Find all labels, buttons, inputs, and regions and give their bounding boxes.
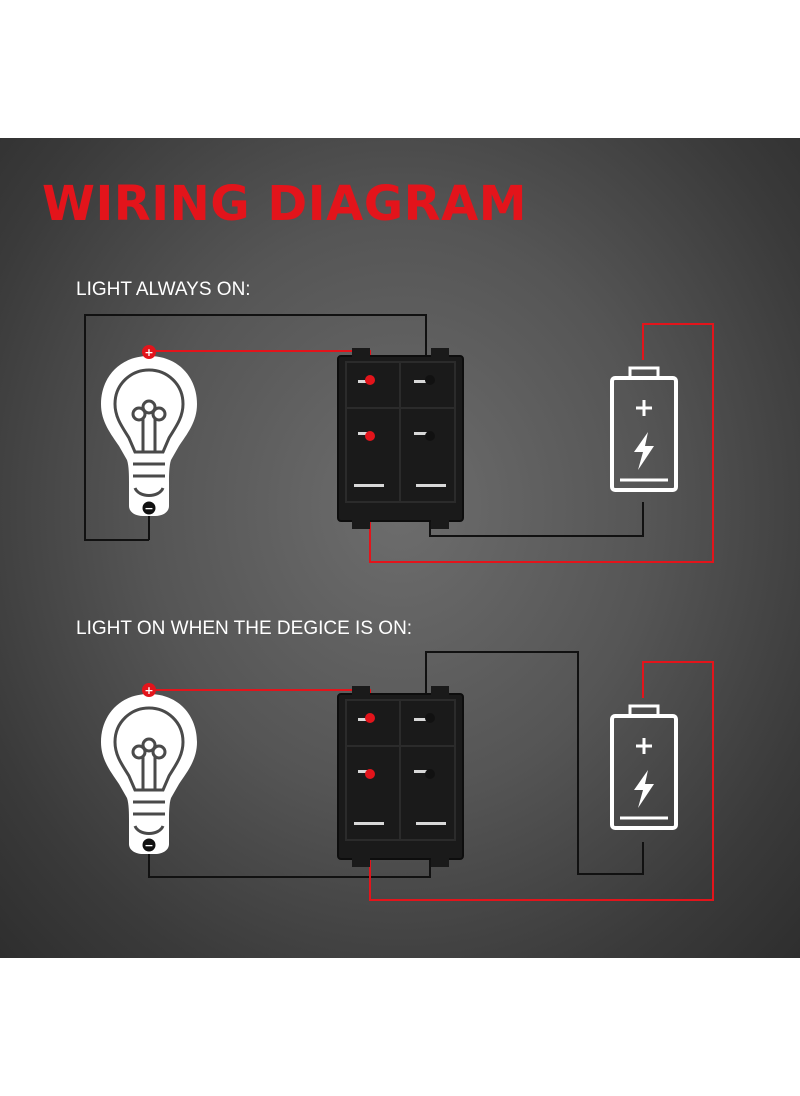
diagram-2: + − [99,651,714,901]
diagram-label-device-on: LIGHT ON WHEN THE DEGICE IS ON: [76,618,413,639]
svg-text:−: − [144,839,153,852]
svg-text:−: − [144,502,153,515]
wiring-drawing: + − + [84,314,714,901]
rocker-switch [337,347,464,530]
battery-icon [610,704,678,830]
light-bulb-icon [99,354,199,518]
diagram-panel: WIRING DIAGRAM LIGHT ALWAYS ON: LIGHT ON… [0,138,800,958]
light-bulb-icon [99,692,199,856]
svg-text:+: + [144,346,153,359]
page-title: WIRING DIAGRAM [42,176,528,232]
bulb-positive-terminal: + [142,683,156,697]
battery-icon [610,366,678,492]
diagram-label-always-on: LIGHT ALWAYS ON: [76,279,251,300]
svg-text:+: + [144,684,153,697]
rocker-switch [337,685,464,868]
diagram-1: + − [84,314,714,563]
bulb-negative-terminal: − [141,500,157,516]
bulb-positive-terminal: + [142,345,156,359]
bulb-negative-terminal: − [141,837,157,853]
